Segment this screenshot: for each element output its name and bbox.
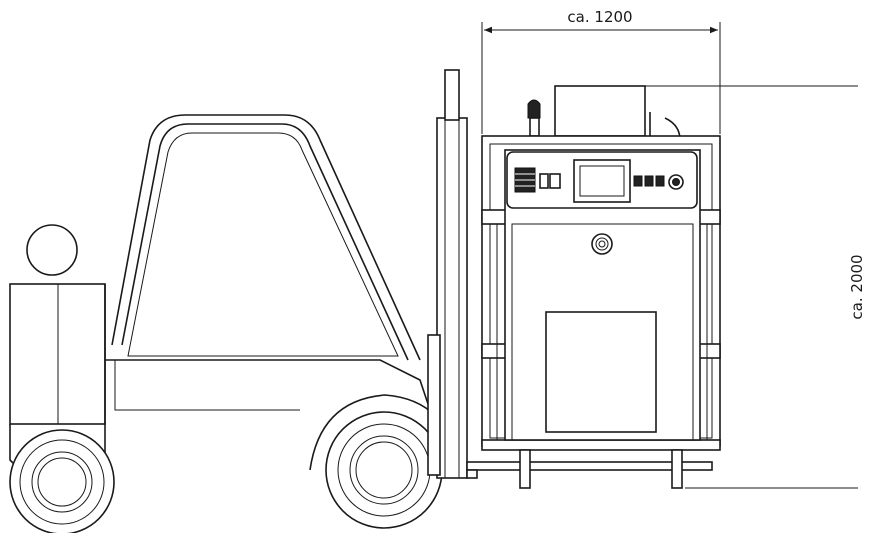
control-panel xyxy=(506,151,698,209)
cab-frame xyxy=(111,114,421,361)
front-door xyxy=(545,311,657,433)
mast xyxy=(427,69,468,479)
display-screen xyxy=(573,159,631,203)
rear-wheel xyxy=(9,429,115,533)
top-unit xyxy=(554,85,646,137)
vent-icon xyxy=(591,233,613,255)
dimension-width: ca. 1200 xyxy=(481,8,721,134)
forklift xyxy=(9,69,713,533)
counterweight-ball xyxy=(26,224,78,276)
height-dimension-label: ca. 2000 xyxy=(848,254,866,319)
machine-crate xyxy=(481,85,858,489)
dimension-height: ca. 2000 xyxy=(645,85,866,489)
beacon-light xyxy=(527,99,541,137)
width-dimension-label: ca. 1200 xyxy=(567,8,632,26)
forks xyxy=(466,461,713,479)
